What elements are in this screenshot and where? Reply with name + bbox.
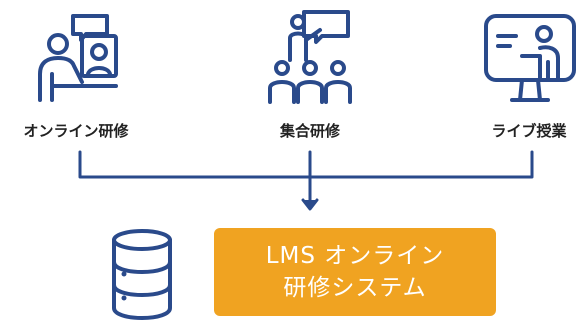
- live-class-icon: [484, 14, 576, 102]
- online-training-icon: [38, 14, 118, 102]
- down-arrow-head: [301, 198, 319, 211]
- group-training-icon: [268, 10, 352, 104]
- connector-bracket: [78, 150, 534, 179]
- lms-system-box: LMS オンライン 研修システム: [214, 228, 496, 316]
- database-icon: [112, 229, 172, 320]
- lms-title-line1: LMS オンライン: [265, 243, 445, 269]
- live-class-label: ライブ授業: [491, 122, 567, 140]
- group-training-label: 集合研修: [279, 122, 340, 140]
- online-training-label: オンライン研修: [23, 122, 129, 140]
- lms-title-line2: 研修システム: [283, 275, 427, 301]
